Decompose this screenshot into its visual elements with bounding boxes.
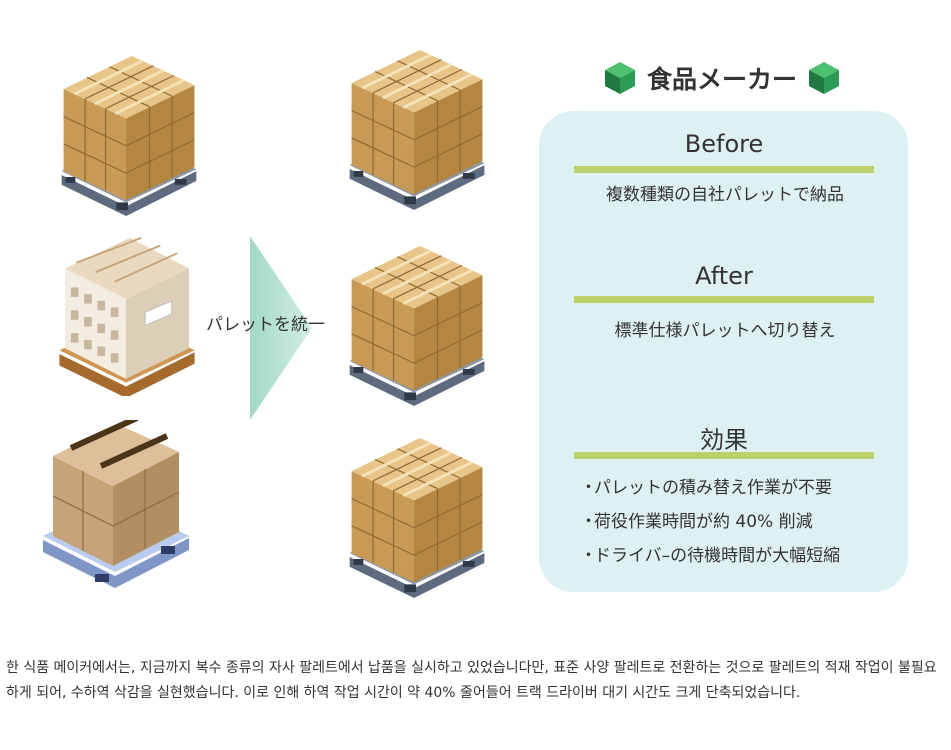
page-title: 食品メーカー bbox=[647, 60, 797, 96]
before-divider bbox=[574, 166, 874, 173]
pallet-stack-left-middle bbox=[52, 236, 202, 396]
arrow-label: パレットを統一 bbox=[206, 310, 325, 335]
pallet-stack-right-top bbox=[342, 48, 492, 212]
after-heading: After bbox=[574, 262, 874, 290]
effect-divider bbox=[574, 452, 874, 459]
pallet-stack-left-bottom bbox=[36, 420, 196, 590]
pallet-stack-right-middle bbox=[342, 244, 492, 408]
before-heading: Before bbox=[574, 130, 874, 158]
effect-heading: 効果 bbox=[574, 420, 874, 455]
effect-item: ・パレットの積み替え作業が不要 bbox=[580, 476, 840, 510]
effect-item: ・荷役作業時間が約 40% 削減 bbox=[580, 510, 840, 544]
after-divider bbox=[574, 296, 874, 303]
effect-item: ・ドライバ–の待機時間が大幅短縮 bbox=[580, 544, 840, 578]
footer-paragraph: 한 식품 메이커에서는, 지금까지 복수 종류의 자사 팔레트에서 납품을 실시… bbox=[6, 656, 946, 706]
pallet-stack-left-top bbox=[54, 54, 204, 218]
after-text: 標準仕様パレットへ切り替え bbox=[560, 316, 890, 341]
title-row: 食品メーカー bbox=[592, 58, 852, 98]
pallet-stack-right-bottom bbox=[342, 436, 492, 600]
before-text: 複数種類の自社パレットで納品 bbox=[560, 180, 890, 205]
green-cube-icon bbox=[807, 60, 841, 96]
effect-list: ・パレットの積み替え作業が不要 ・荷役作業時間が約 40% 削減 ・ドライバ–の… bbox=[580, 476, 840, 578]
green-cube-icon bbox=[603, 60, 637, 96]
